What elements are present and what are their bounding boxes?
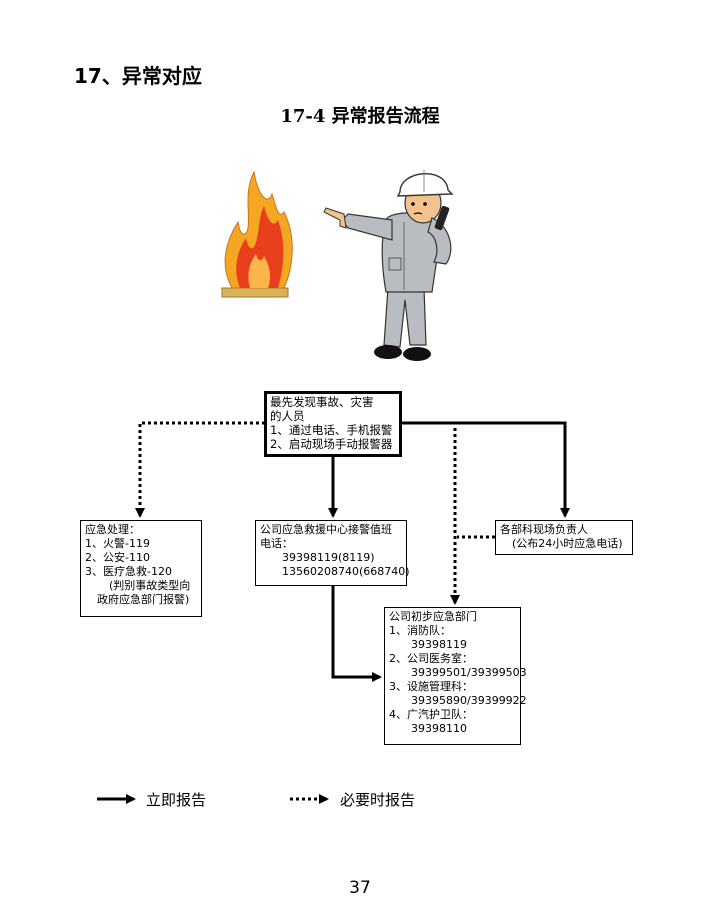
response-department-line: 4、广汽护卫队： <box>389 708 473 721</box>
emergency-handling-line: 政府应急部门报警) <box>97 593 190 606</box>
department-leads-line: 各部科现场负责人 <box>500 523 588 536</box>
response-department-line: 3、设施管理科： <box>389 680 473 693</box>
fire-icon <box>221 170 293 298</box>
page-number: 37 <box>349 878 371 898</box>
emergency-handling-line: 应急处理： <box>85 523 140 536</box>
first-discoverer-line: 1、通过电话、手机报警 <box>270 423 393 437</box>
department-leads-line: (公布24小时应急电话) <box>512 537 623 550</box>
response-department-line: 1、消防队： <box>389 624 451 637</box>
emergency-handling-line: (判别事故类型向 <box>109 579 191 592</box>
control-center-line: 13560208740(668740) <box>282 565 410 578</box>
first-discoverer-line: 的人员 <box>270 409 305 423</box>
control-center-line: 39398119(8119) <box>282 551 375 564</box>
emergency-handling-line: 1、火警-119 <box>85 537 150 550</box>
section-title: 17、异常对应 <box>74 64 202 88</box>
first-discoverer-line: 2、启动现场手动报警器 <box>270 437 393 451</box>
worker-icon <box>323 170 454 361</box>
department-leads-box: 各部科现场负责人 (公布24小时应急电话) <box>495 520 633 555</box>
solid-arrow-control-to-response <box>331 586 382 682</box>
flow-title: 17-4 异常报告流程 <box>280 106 440 127</box>
solid-arrow-to-department-leads <box>401 421 570 518</box>
emergency-handling-line: 3、医疗急救-120 <box>85 565 172 578</box>
first-discoverer-line: 最先发现事故、灾害 <box>270 395 374 409</box>
legend-dotted-label: 必要时报告 <box>340 791 416 809</box>
response-department-line: 39398110 <box>411 722 467 735</box>
first-discoverer-box: 最先发现事故、灾害 的人员 1、通过电话、手机报警 2、启动现场手动报警器 <box>264 391 402 457</box>
response-department-line: 公司初步应急部门 <box>389 610 477 623</box>
control-center-box: 公司应急救援中心接警值班 电话： 39398119(8119) 13560208… <box>255 520 410 586</box>
dotted-arrow-to-emergency-handling <box>135 421 265 518</box>
control-center-line: 公司应急救援中心接警值班 <box>260 523 392 536</box>
response-department-line: 2、公司医务室： <box>389 652 473 665</box>
emergency-handling-box: 应急处理： 1、火警-119 2、公安-110 3、医疗急救-120 (判别事故… <box>80 520 202 617</box>
response-department-line: 39395890/39399922 <box>411 694 527 707</box>
response-department-line: 39399501/39399503 <box>411 666 527 679</box>
legend-solid-label: 立即报告 <box>146 791 207 809</box>
response-department-box: 公司初步应急部门 1、消防队： 39398119 2、公司医务室： 393995… <box>384 607 527 745</box>
control-center-line: 电话： <box>260 537 293 550</box>
response-department-line: 39398119 <box>411 638 467 651</box>
emergency-handling-line: 2、公安-110 <box>85 551 150 564</box>
